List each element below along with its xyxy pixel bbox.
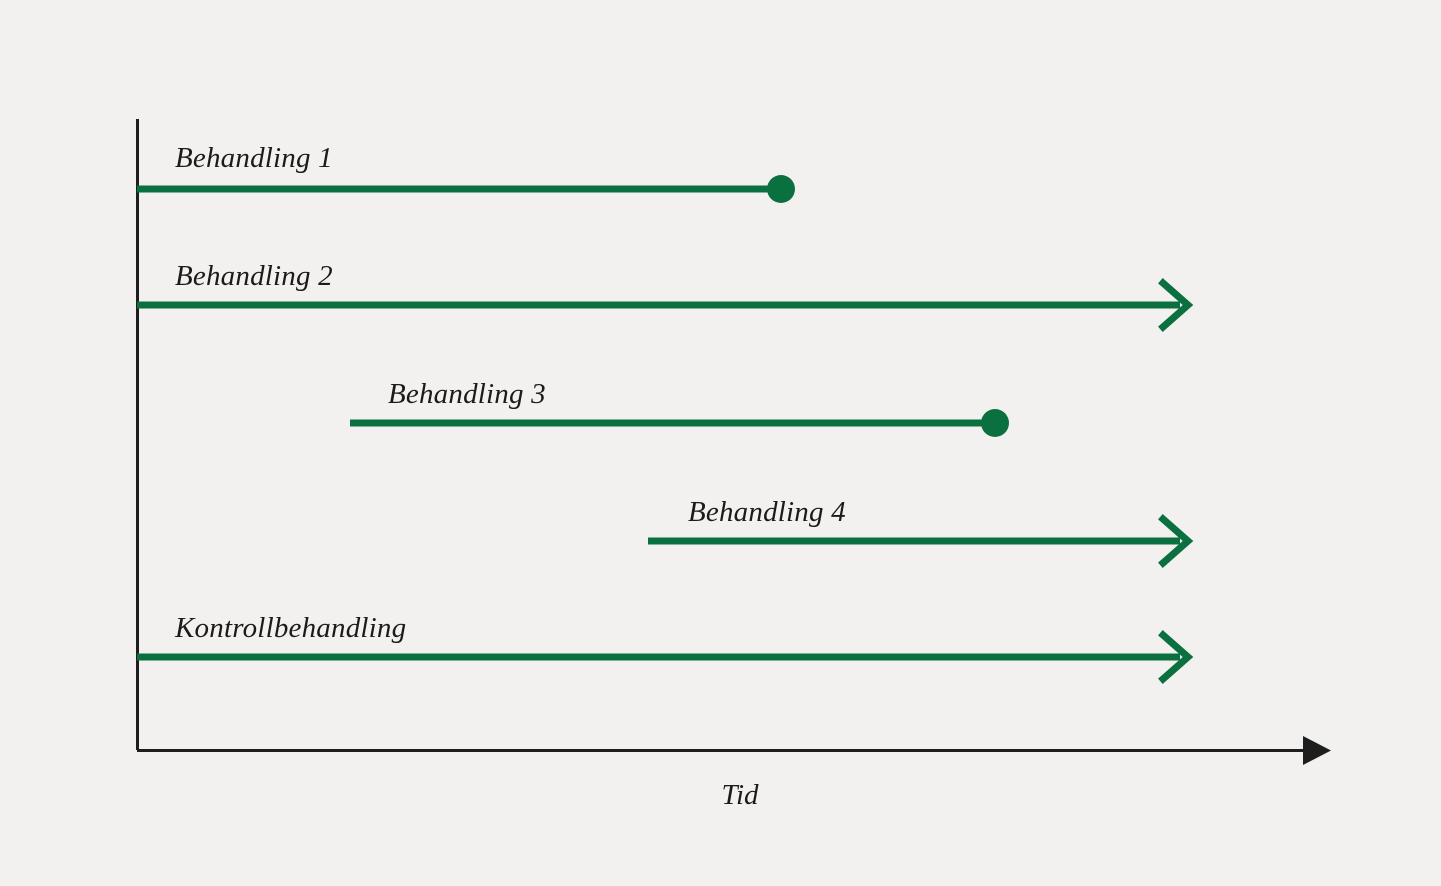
arm-row-behandling-1: Behandling 1 bbox=[137, 142, 795, 203]
arm-endpoint-dot-icon-behandling-1 bbox=[767, 175, 795, 203]
arm-label-behandling-1: Behandling 1 bbox=[175, 142, 333, 174]
arm-row-behandling-4: Behandling 4 bbox=[648, 496, 1194, 568]
arm-endpoint-arrow-icon-behandling-4 bbox=[1158, 514, 1194, 568]
arm-label-behandling-2: Behandling 2 bbox=[175, 260, 333, 292]
arm-label-kontrollbehandling: Kontrollbehandling bbox=[174, 612, 406, 644]
arm-row-kontrollbehandling: Kontrollbehandling bbox=[137, 612, 1194, 684]
arm-endpoint-arrow-icon-kontrollbehandling bbox=[1158, 630, 1194, 684]
x-axis-label: Tid bbox=[721, 779, 759, 811]
arm-endpoint-dot-icon-behandling-3 bbox=[981, 409, 1009, 437]
x-axis-arrowhead-icon bbox=[1303, 736, 1331, 765]
arm-endpoint-arrow-icon-behandling-2 bbox=[1158, 278, 1194, 332]
arm-row-behandling-2: Behandling 2 bbox=[137, 260, 1194, 332]
arm-label-behandling-3: Behandling 3 bbox=[388, 378, 546, 410]
arm-label-behandling-4: Behandling 4 bbox=[688, 496, 846, 528]
arm-row-behandling-3: Behandling 3 bbox=[350, 378, 1009, 437]
